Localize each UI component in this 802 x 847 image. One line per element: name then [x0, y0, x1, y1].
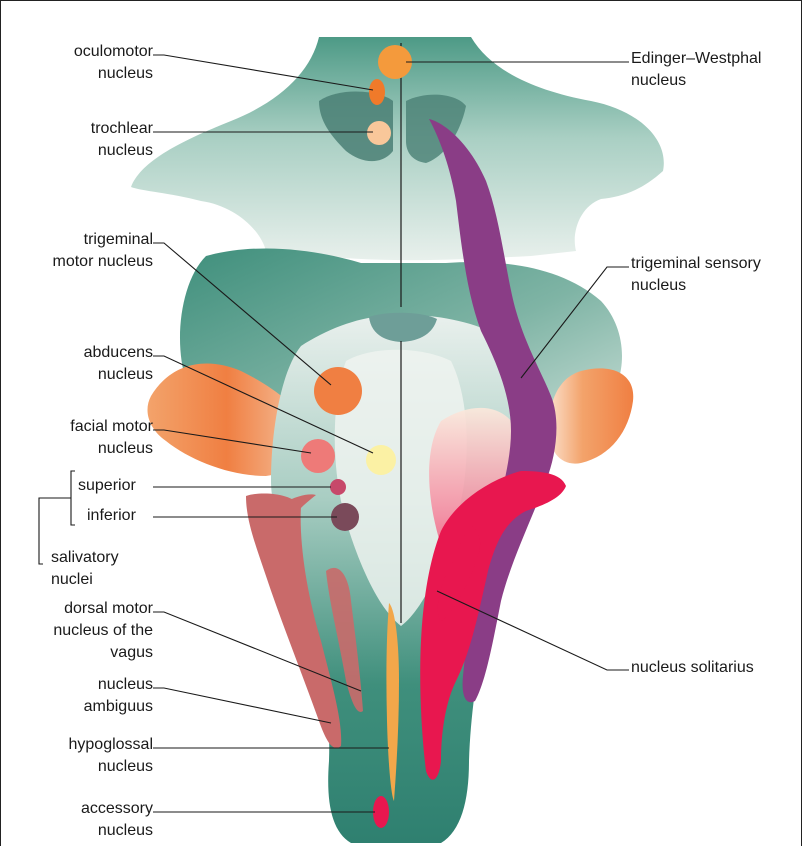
label-trigeminal-sensory-nucleus: trigeminal sensory nucleus [631, 253, 799, 297]
label-hypoglossal-nucleus: hypoglossal nucleus [25, 734, 153, 778]
accessory-dot [373, 796, 389, 828]
label-dorsal-motor-nucleus-vagus: dorsal motor nucleus of the vagus [9, 598, 153, 664]
label-accessory-nucleus: accessory nucleus [25, 798, 153, 842]
label-superior: superior [78, 475, 178, 497]
label-inferior: inferior [87, 505, 187, 527]
label-nucleus-ambiguus: nucleus ambiguus [25, 674, 153, 718]
abducens-dot [366, 445, 396, 475]
label-salivatory-nuclei: salivatory nuclei [51, 547, 151, 591]
trochlear-dot [367, 121, 391, 145]
facial-motor-dot [301, 439, 335, 473]
salivatory-bracket-inner [71, 471, 75, 525]
leader-ambiguus [153, 688, 331, 723]
oculomotor-dot [369, 79, 385, 105]
label-facial-motor-nucleus: facial motor nucleus [25, 416, 153, 460]
label-abducens-nucleus: abducens nucleus [25, 342, 153, 386]
trigeminal-motor-dot [314, 367, 362, 415]
label-trochlear-nucleus: trochlear nucleus [25, 118, 153, 162]
label-oculomotor-nucleus: oculomotor nucleus [25, 41, 153, 85]
label-edinger-westphal-nucleus: Edinger–Westphal nucleus [631, 48, 799, 92]
superior-salivatory-dot [330, 479, 346, 495]
label-trigeminal-motor-nucleus: trigeminal motor nucleus [9, 229, 153, 273]
label-nucleus-solitarius: nucleus solitarius [631, 657, 799, 679]
